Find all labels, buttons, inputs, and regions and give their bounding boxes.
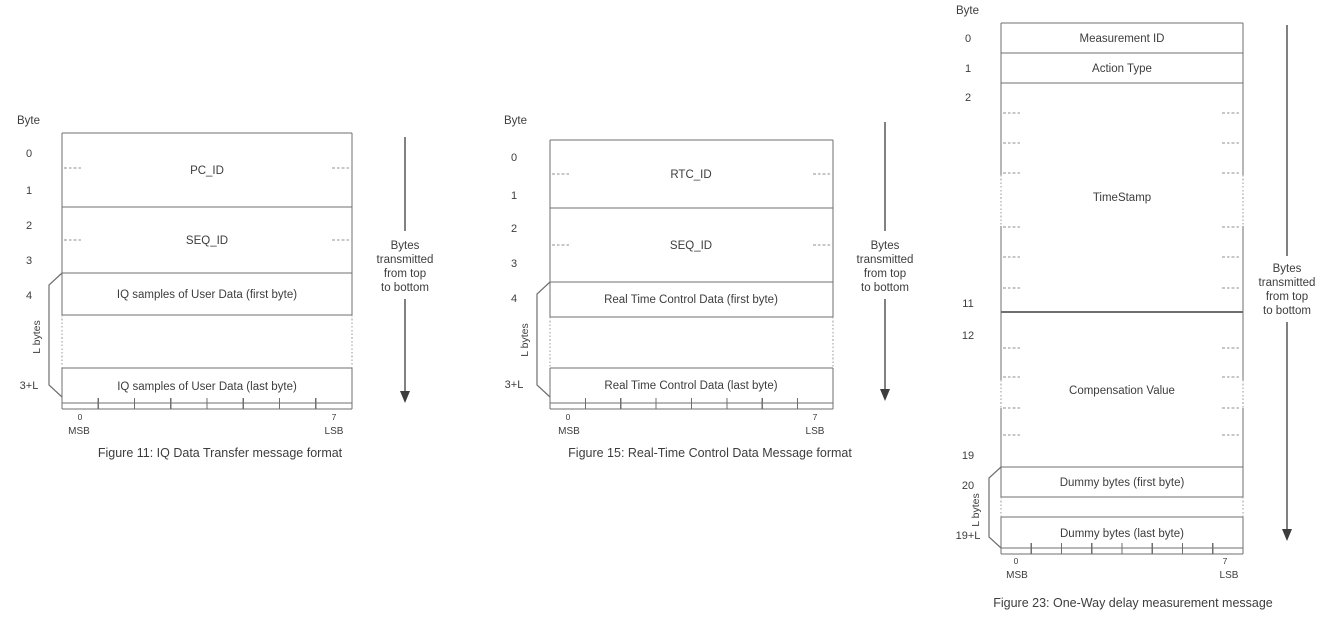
field-labels: PC_ID SEQ_ID IQ samples of User Data (fi… [117,165,297,393]
field-labels: RTC_ID SEQ_ID Real Time Control Data (fi… [604,169,778,392]
msb-label: MSB [68,426,90,437]
byte-label: 4 [511,293,517,305]
field-label: Dummy bytes (first byte) [1060,477,1185,489]
field-continuation-dashes [1222,112,1240,436]
byte-label: 0 [965,33,971,45]
field-label: RTC_ID [670,169,711,181]
field-continuation-dashes [64,167,350,241]
bit-ruler: 0 7 MSB LSB [1000,543,1244,581]
length-bracket-label: L bytes [970,493,982,526]
byte-number-column: 0 1 2 3 4 3+L [505,152,524,391]
figure-rtc-data: Byte 0 1 2 3 4 3+L RTC_ID SEQ_ID Real Ti… [504,115,913,460]
transmission-direction: Bytes transmitted from top to bottom [857,122,914,401]
byte-number-column: 0 1 2 3 4 3+L [20,148,39,392]
length-bracket-label: L bytes [519,323,531,356]
figure-one-way-delay: Byte 0 1 2 11 12 19 20 19+L Measurement … [956,5,1316,610]
byte-label: 3 [511,258,517,270]
l-bytes-brace [48,272,63,398]
message-box-grid [549,139,834,404]
field-label: SEQ_ID [186,235,228,247]
figure-caption: Figure 15: Real-Time Control Data Messag… [568,446,852,460]
transmission-note-line: to bottom [861,282,909,294]
byte-label: 19 [962,450,974,462]
transmission-note-line: transmitted [857,254,914,266]
byte-label: 3+L [505,379,524,391]
byte-label: 19+L [956,530,981,542]
bit-index-first: 0 [78,412,83,422]
lsb-label: LSB [325,426,344,437]
byte-label: 11 [962,298,973,310]
transmission-note-line: to bottom [1263,305,1311,317]
transmission-note-line: Bytes [1273,263,1302,275]
byte-axis-header: Byte [17,115,40,127]
msb-label: MSB [1006,570,1028,581]
bit-index-last: 7 [1223,556,1228,566]
bit-index-last: 7 [813,412,818,422]
transmission-note-line: from top [864,268,906,280]
message-box-grid [1000,22,1244,549]
byte-axis-header: Byte [504,115,527,127]
transmission-direction: Bytes transmitted from top to bottom [1259,25,1316,541]
transmission-note-line: Bytes [871,240,900,252]
field-label: Measurement ID [1079,33,1164,45]
l-bytes-brace [988,466,1002,549]
bit-index-first: 0 [566,412,571,422]
byte-label: 0 [511,152,517,164]
bit-index-first: 0 [1014,556,1019,566]
transmission-note-line: transmitted [377,254,434,266]
field-continuation-dashes [552,173,831,246]
field-label: Real Time Control Data (first byte) [604,294,778,306]
l-bytes-brace [536,281,551,398]
bit-ruler: 0 7 MSB LSB [61,398,353,437]
byte-label: 3 [26,255,32,267]
field-label: TimeStamp [1093,192,1151,204]
field-label: SEQ_ID [670,240,712,252]
field-label: Action Type [1092,63,1152,75]
byte-label: 2 [511,223,517,235]
field-label: IQ samples of User Data (last byte) [117,381,297,393]
transmission-note-line: from top [1266,291,1308,303]
field-labels: Measurement ID Action Type TimeStamp Com… [1060,33,1185,540]
lsb-label: LSB [806,426,825,437]
byte-label: 1 [965,63,971,75]
byte-label: 2 [26,220,32,232]
field-label: Compensation Value [1069,385,1175,397]
byte-label: 2 [965,92,971,104]
down-arrow-icon [400,391,410,403]
length-bracket-label: L bytes [31,320,43,353]
byte-label: 3+L [20,380,39,392]
down-arrow-icon [1282,529,1292,541]
byte-label: 12 [962,330,974,342]
byte-label: 4 [26,290,32,302]
figure-iq-data-transfer: Byte 0 1 2 3 4 3+L PC_ID SEQ_ID IQ sampl… [17,115,433,460]
lsb-label: LSB [1220,570,1239,581]
bit-index-last: 7 [332,412,337,422]
field-label: IQ samples of User Data (first byte) [117,289,297,301]
transmission-note-line: to bottom [381,282,429,294]
message-box-grid [61,132,353,404]
bit-ruler: 0 7 MSB LSB [549,398,834,437]
transmission-note-line: transmitted [1259,277,1316,289]
transmission-direction: Bytes transmitted from top to bottom [377,137,434,403]
figure-caption: Figure 11: IQ Data Transfer message form… [98,446,343,460]
byte-label: 1 [511,190,517,202]
byte-number-column: 0 1 2 11 12 19 20 19+L [956,33,981,542]
byte-label: 1 [26,185,32,197]
figure-caption: Figure 23: One-Way delay measurement mes… [993,596,1273,610]
msb-label: MSB [558,426,580,437]
field-label: Real Time Control Data (last byte) [604,380,777,392]
down-arrow-icon [880,389,890,401]
transmission-note-line: from top [384,268,426,280]
byte-axis-header: Byte [956,5,979,17]
byte-label: 0 [26,148,32,160]
field-label: PC_ID [190,165,224,177]
byte-label: 20 [962,480,974,492]
transmission-note-line: Bytes [391,240,420,252]
field-continuation-dashes [1003,112,1021,436]
field-label: Dummy bytes (last byte) [1060,528,1184,540]
